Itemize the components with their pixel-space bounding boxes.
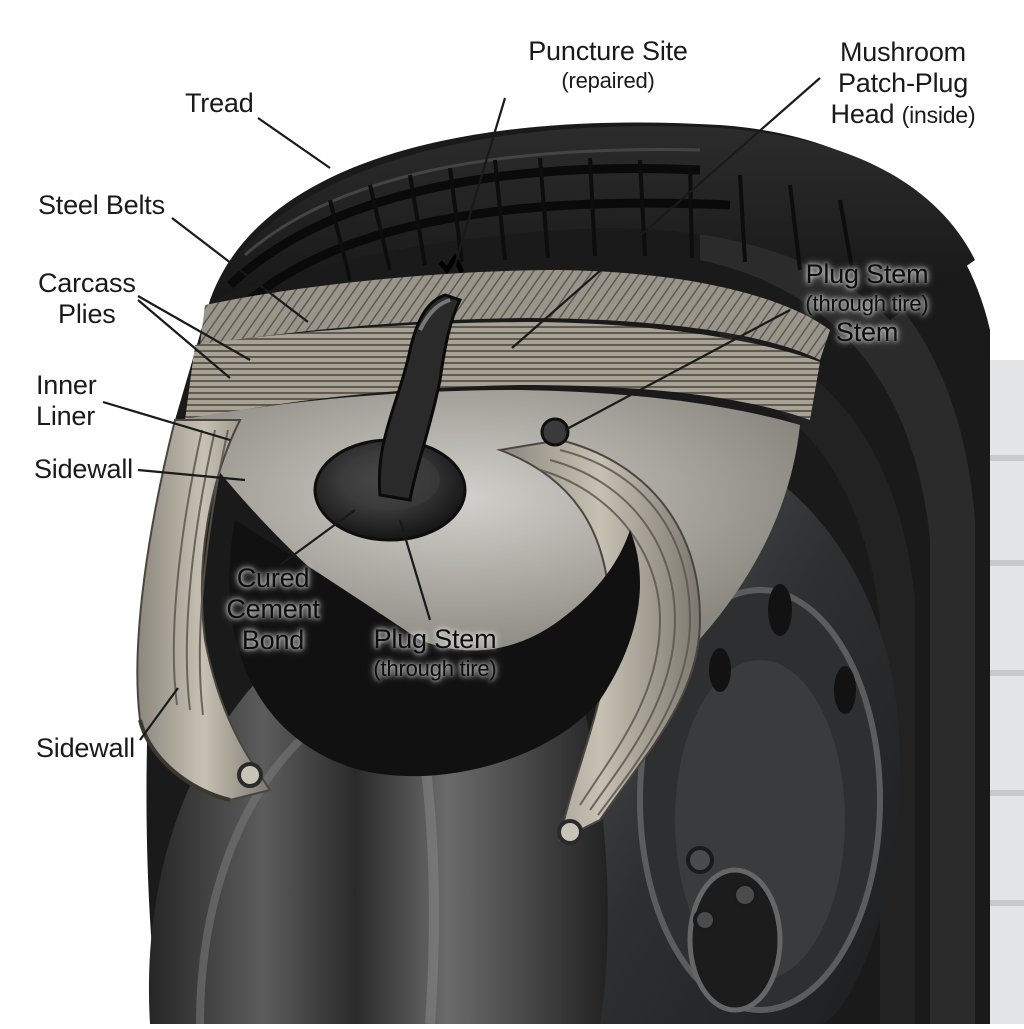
- label-cured-line2: Cement: [218, 594, 328, 625]
- label-puncture-title: Puncture Site: [520, 36, 696, 67]
- label-plug-stem-center-line1: Plug Stem: [356, 624, 514, 655]
- label-mushroom-head: Mushroom Patch-Plug Head (inside): [818, 37, 988, 131]
- label-carcass-line1: Carcass: [38, 268, 136, 299]
- label-mushroom-line3: Head: [831, 99, 895, 129]
- label-inner-liner: Inner Liner: [36, 370, 97, 432]
- label-sidewall-upper: Sidewall: [34, 454, 133, 485]
- label-tread-text: Tread: [185, 88, 254, 119]
- label-plug-stem-right-line3: Stem: [784, 317, 950, 348]
- label-cured-line1: Cured: [218, 563, 328, 594]
- label-carcass-plies: Carcass Plies: [38, 268, 136, 330]
- plug-head-inside: [542, 419, 568, 445]
- label-puncture-site: Puncture Site (repaired): [520, 36, 696, 94]
- label-sidewall-lower-text: Sidewall: [36, 733, 135, 764]
- label-inner-liner-line1: Inner: [36, 370, 97, 401]
- left-bead: [239, 764, 261, 786]
- label-plug-stem-center-line2: (through tire): [356, 655, 514, 682]
- right-bead: [559, 821, 581, 843]
- label-sidewall-lower: Sidewall: [36, 733, 135, 764]
- label-plug-stem-right-line2: (through tire): [784, 290, 950, 317]
- label-tread: Tread: [185, 88, 254, 119]
- label-plug-stem-right: Plug Stem (through tire) Stem: [784, 259, 950, 348]
- label-steel-belts: Steel Belts: [38, 190, 165, 221]
- label-steel-belts-text: Steel Belts: [38, 190, 165, 221]
- label-cured-cement: Cured Cement Bond: [218, 563, 328, 656]
- label-sidewall-upper-text: Sidewall: [34, 454, 133, 485]
- label-mushroom-line2: Patch-Plug: [818, 68, 988, 99]
- label-carcass-line2: Plies: [38, 299, 136, 330]
- label-mushroom-line1: Mushroom: [818, 37, 988, 68]
- label-inner-liner-line2: Liner: [36, 401, 97, 432]
- label-plug-stem-center: Plug Stem (through tire): [356, 624, 514, 682]
- label-cured-line3: Bond: [218, 625, 328, 656]
- label-mushroom-inside: (inside): [902, 102, 976, 128]
- leader-tread: [258, 118, 330, 168]
- label-plug-stem-right-line1: Plug Stem: [784, 259, 950, 290]
- label-puncture-sub: (repaired): [520, 67, 696, 94]
